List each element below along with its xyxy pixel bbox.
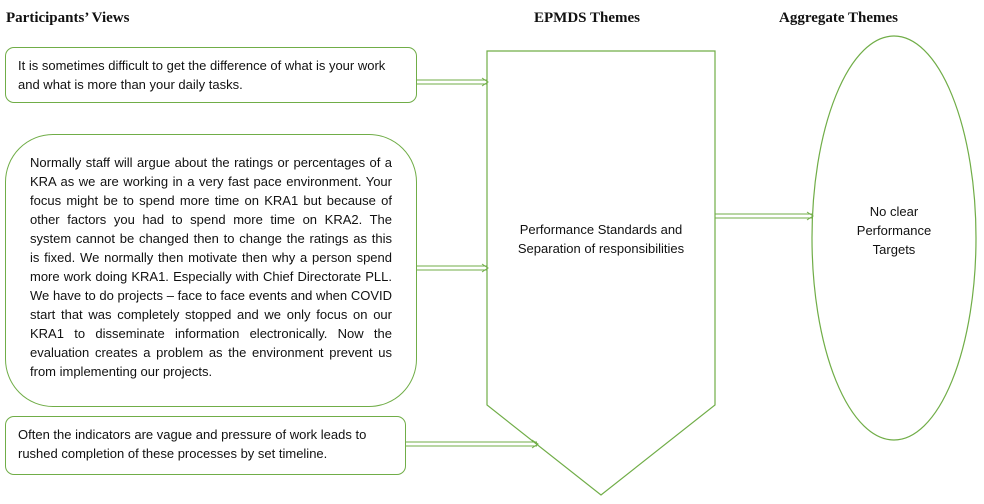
theme-label-line-1: Performance Standards and	[519, 222, 683, 237]
view-text-2: Normally staff will argue about the rati…	[30, 155, 392, 379]
connector-view3-to-theme	[406, 439, 539, 449]
aggregate-label: No clear Performance Targets	[834, 202, 954, 259]
theme-label: Performance Standards and Separation of …	[487, 220, 715, 258]
view-box-1: It is sometimes difficult to get the dif…	[5, 47, 417, 103]
aggregate-themes-header: Aggregate Themes	[779, 10, 899, 26]
theme-label-line-2: Separation of responsibilities	[517, 241, 685, 256]
aggregate-ellipse-shape	[811, 35, 977, 441]
view-box-2: Normally staff will argue about the rati…	[5, 134, 417, 407]
theme-pentagon-shape	[486, 50, 716, 496]
aggregate-label-line-1: No clear	[869, 204, 919, 219]
view-box-3: Often the indicators are vague and press…	[5, 416, 406, 475]
connector-view1-to-theme	[417, 77, 489, 87]
epmds-themes-header: EPMDS Themes	[534, 10, 640, 26]
aggregate-label-line-2: Performance	[856, 223, 932, 238]
aggregate-label-line-3: Targets	[872, 242, 916, 257]
participants-views-header: Participants’ Views	[6, 10, 130, 26]
view-text-1: It is sometimes difficult to get the dif…	[18, 58, 386, 92]
connector-theme-to-aggregate	[715, 211, 814, 221]
connector-view2-to-theme	[417, 263, 489, 273]
view-text-3: Often the indicators are vague and press…	[18, 427, 367, 461]
